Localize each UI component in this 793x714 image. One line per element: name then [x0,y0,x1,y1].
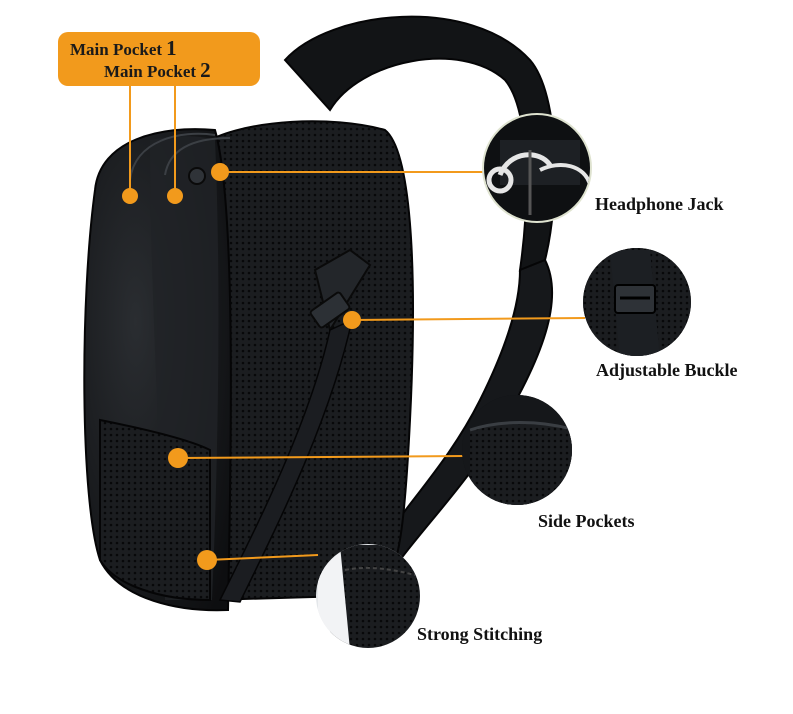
strong-stitching-inset [316,544,420,648]
headphone-jack-dot [211,163,229,181]
headphone-jack-label: Headphone Jack [595,194,724,214]
main-pocket-1-number: 1 [166,36,177,60]
adjustable-buckle-dot [343,311,361,329]
strong-stitching-label: Strong Stitching [417,624,543,644]
backpack [83,15,556,612]
side-pockets-inset [462,395,572,505]
main-pocket-1-dot [122,188,138,204]
callout-dots [122,163,361,570]
headphone-jack-inset [482,113,592,223]
side-pockets-dot [168,448,188,468]
strong-stitching-dot [197,550,217,570]
main-pocket-2-text: Main Pocket [104,62,197,81]
main-pocket-2-number: 2 [200,58,211,82]
adjustable-buckle-inset [583,248,691,356]
main-pocket-2-dot [167,188,183,204]
side-pockets-label: Side Pockets [538,511,635,531]
adjustable-buckle-label: Adjustable Buckle [596,360,738,380]
main-pocket-1-text: Main Pocket [70,40,163,59]
callout-lines [129,86,586,561]
